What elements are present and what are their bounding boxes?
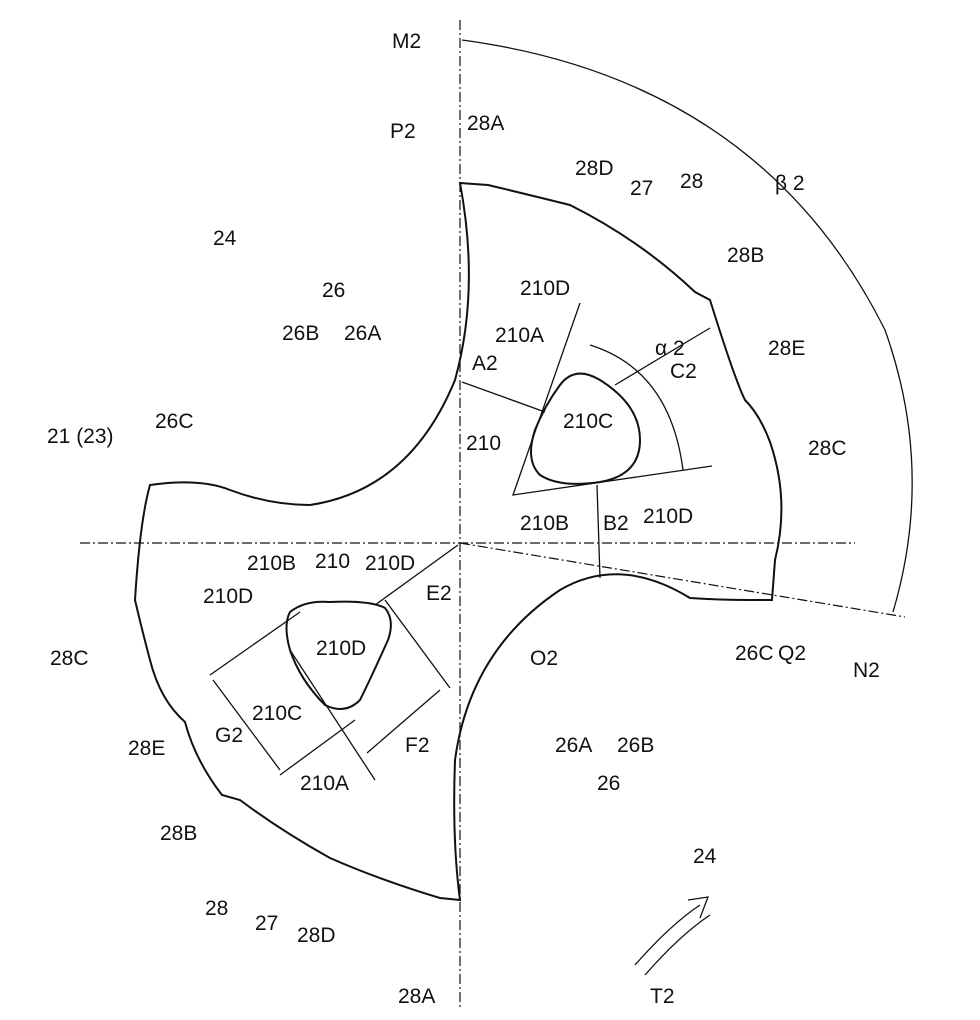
label-28d-low: 28D xyxy=(297,924,336,947)
label-26c-right: 26C xyxy=(735,642,774,665)
label-26-low: 26 xyxy=(597,772,620,795)
label-26b-top: 26B xyxy=(282,322,319,345)
label-27-top: 27 xyxy=(630,177,653,200)
label-210-low: 210 xyxy=(315,550,350,573)
label-21-23: 21 (23) xyxy=(47,425,114,448)
label-28d-top: 28D xyxy=(575,157,614,180)
label-210d-a: 210D xyxy=(520,277,570,300)
label-27-low: 27 xyxy=(255,912,278,935)
label-f2: F2 xyxy=(405,734,430,757)
label-210c-top: 210C xyxy=(563,410,613,433)
label-210d-b: 210D xyxy=(643,505,693,528)
drill-body-outline xyxy=(135,183,781,900)
dim-b2 xyxy=(597,485,600,578)
label-28b-right: 28B xyxy=(727,244,764,267)
label-26c-left: 26C xyxy=(155,410,194,433)
label-210a-top: 210A xyxy=(495,324,544,347)
label-26a-top: 26A xyxy=(344,322,381,345)
label-210b-top: 210B xyxy=(520,512,569,535)
label-o2: O2 xyxy=(530,647,558,670)
label-26a-low: 26A xyxy=(555,734,592,757)
label-t2: T2 xyxy=(650,985,675,1008)
label-210a-low: 210A xyxy=(300,772,349,795)
label-28e-left: 28E xyxy=(128,737,165,760)
label-n2: N2 xyxy=(853,659,880,682)
line-lower-c xyxy=(290,650,375,780)
dim-a2 xyxy=(462,382,545,412)
label-28-low: 28 xyxy=(205,897,228,920)
label-210d-d: 210D xyxy=(203,585,253,608)
line-lower-b xyxy=(385,600,450,688)
label-210b-low: 210B xyxy=(247,552,296,575)
label-28a-top: 28A xyxy=(467,112,504,135)
label-alpha2: α 2 xyxy=(655,337,685,360)
line-lower-d xyxy=(280,720,355,775)
label-28b-left: 28B xyxy=(160,822,197,845)
labels: M2 P2 28A 28D 27 28 β 2 24 26 26B 26A 28… xyxy=(47,30,880,1008)
label-24-top: 24 xyxy=(213,227,237,250)
label-q2: Q2 xyxy=(778,642,806,665)
label-e2: E2 xyxy=(426,582,452,605)
label-28-top: 28 xyxy=(680,170,703,193)
label-g2: G2 xyxy=(215,724,243,747)
label-28c-left: 28C xyxy=(50,647,89,670)
label-210-top: 210 xyxy=(466,432,501,455)
arrow-t2 xyxy=(635,897,710,975)
label-a2: A2 xyxy=(472,352,498,375)
label-26-top: 26 xyxy=(322,279,345,302)
line-n2 xyxy=(460,543,905,617)
label-b2: B2 xyxy=(603,512,629,535)
label-28e-right: 28E xyxy=(768,337,805,360)
label-c2: C2 xyxy=(670,360,697,383)
label-26b-low: 26B xyxy=(617,734,654,757)
label-24-low: 24 xyxy=(693,845,717,868)
label-28c-right: 28C xyxy=(808,437,847,460)
label-210d-e: 210D xyxy=(316,637,366,660)
label-m2: M2 xyxy=(392,30,421,53)
label-beta2: β 2 xyxy=(775,172,805,195)
triangle-lower-left xyxy=(210,612,300,675)
label-210d-c: 210D xyxy=(365,552,415,575)
label-28a-low: 28A xyxy=(398,985,435,1008)
label-p2: P2 xyxy=(390,120,416,143)
label-210c-low: 210C xyxy=(252,702,302,725)
